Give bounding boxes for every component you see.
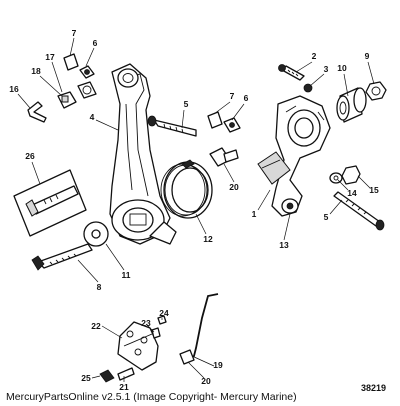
callout-4: 4: [90, 112, 95, 122]
callout-7-middle: 7: [230, 91, 235, 101]
bolt-5-lower: [333, 191, 385, 231]
callout-10: 10: [337, 63, 347, 73]
callout-23: 23: [141, 318, 151, 328]
nut-washer-middle: [207, 111, 241, 133]
callout-8: 8: [97, 282, 102, 292]
callout-9: 9: [365, 51, 370, 61]
screws-23-24: [151, 315, 167, 339]
screw-2: [278, 64, 305, 81]
rod-19: [179, 293, 219, 365]
callout-22: 22: [91, 321, 101, 331]
throttle-arm: [109, 63, 177, 245]
fitting-20-middle: [209, 147, 239, 167]
callout-16: 16: [9, 84, 19, 94]
callout-21: 21: [119, 382, 129, 392]
callout-3: 3: [324, 64, 329, 74]
callout-14: 14: [347, 188, 357, 198]
leader-lines: [17, 37, 375, 382]
callout-5-upper: 5: [184, 99, 189, 109]
callout-26: 26: [25, 151, 35, 161]
callout-20-lower: 20: [201, 376, 211, 386]
bolt-8: [31, 243, 93, 271]
callout-25: 25: [81, 373, 91, 383]
throttle-lever-13: [257, 95, 331, 217]
callout-11: 11: [122, 270, 131, 280]
diagram-number: 38219: [360, 383, 386, 393]
cam-bracket-22: [117, 321, 159, 371]
callout-labels: 7 6 17 18 16 4 5 26 8 11 12 7 6 20 1 13 …: [9, 28, 379, 392]
bushing-10: [336, 87, 367, 123]
callout-7-upper: 7: [72, 28, 77, 38]
callout-6-upper: 6: [93, 38, 98, 48]
spring-12: [160, 159, 213, 219]
callout-12: 12: [203, 234, 213, 244]
callout-2: 2: [312, 51, 317, 61]
callout-18: 18: [31, 66, 41, 76]
callout-5-lower: 5: [324, 212, 329, 222]
callout-15: 15: [369, 185, 379, 195]
washer-nut-14-15: [329, 165, 361, 185]
bolt-26-box: [13, 169, 87, 237]
copyright-footer: MercuryPartsOnline v2.5.1 (Image Copyrig…: [6, 391, 297, 403]
callout-19: 19: [213, 360, 223, 370]
small-parts-upper-left: [27, 53, 97, 123]
small-parts-21-25: [99, 367, 135, 383]
bolt-5-upper: [147, 115, 197, 137]
callout-17: 17: [45, 52, 55, 62]
callout-13: 13: [279, 240, 289, 250]
callout-1: 1: [252, 209, 257, 219]
callout-20-middle: 20: [229, 182, 239, 192]
nut-9: [365, 81, 387, 101]
washer-11: [83, 221, 109, 247]
callout-24: 24: [159, 308, 169, 318]
callout-6-middle: 6: [244, 93, 249, 103]
